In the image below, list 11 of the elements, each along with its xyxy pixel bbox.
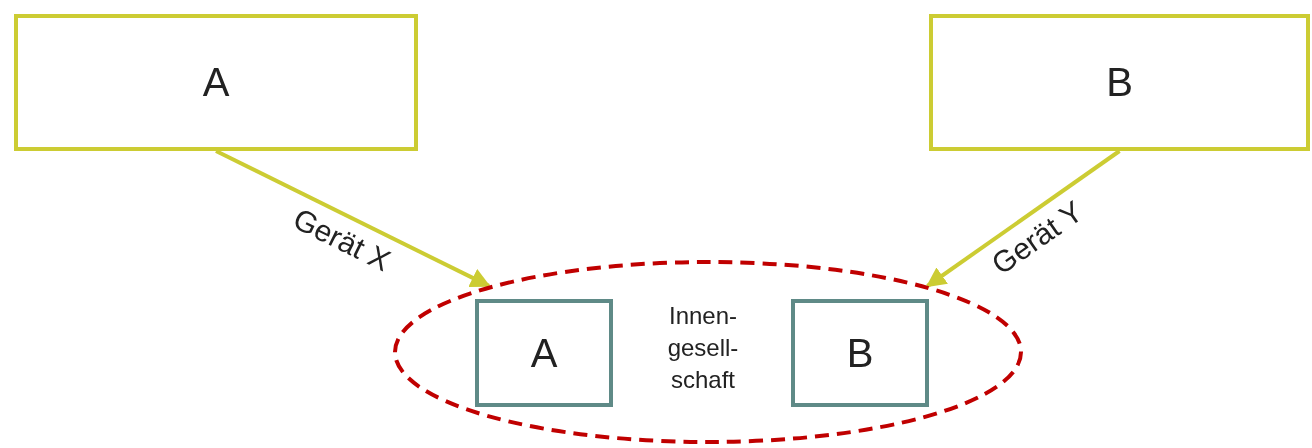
arrow xyxy=(215,149,491,288)
box-label: B xyxy=(1106,60,1133,105)
group-label: Innen- gesell- schaft xyxy=(666,301,740,395)
process-box xyxy=(475,299,613,407)
arrow xyxy=(925,149,1121,288)
box-label: A xyxy=(530,330,558,376)
process-box xyxy=(791,299,929,407)
process-box xyxy=(14,14,418,151)
box-label: B xyxy=(846,330,874,376)
process-box xyxy=(929,14,1310,151)
box-label: A xyxy=(202,60,230,105)
